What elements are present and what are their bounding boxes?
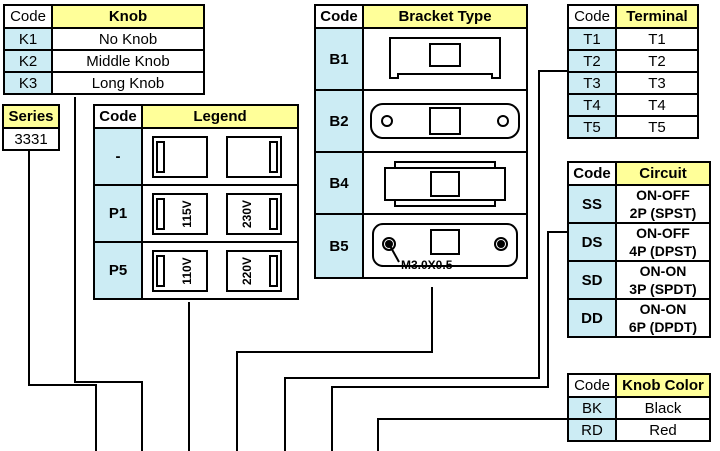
series-table: Series 3331 xyxy=(2,104,60,151)
circuit-header-code: Code xyxy=(567,161,617,186)
knob-header-code: Code xyxy=(3,4,53,29)
terminal-name: T3 xyxy=(615,71,699,95)
circuit-code: DD xyxy=(567,298,617,338)
connector-circuit xyxy=(331,231,567,451)
legend-code: P1 xyxy=(93,184,143,243)
series-header: Series xyxy=(2,104,60,129)
bracket-pic-b4 xyxy=(362,151,528,215)
connector-terminal xyxy=(284,70,567,451)
bracket-pic-b5: M3.0X0.5 xyxy=(362,213,528,279)
bracket-b1-icon xyxy=(389,37,501,79)
circuit-desc: ON-OFF 4P (DPST) xyxy=(615,222,711,262)
bracket-code: B1 xyxy=(314,27,364,91)
legend-label: 220V xyxy=(240,256,254,284)
bracket-table: Code Bracket Type B1 B2 B4 xyxy=(314,4,528,279)
terminal-name: T1 xyxy=(615,27,699,51)
rocker-p1-icon: 115V 230V xyxy=(152,192,282,235)
knob-code: K2 xyxy=(3,49,53,73)
knob-name: Long Knob xyxy=(51,71,205,95)
connector-bracket xyxy=(236,287,433,451)
legend-label: 110V xyxy=(180,257,194,284)
knob-color-header-code: Code xyxy=(567,373,617,398)
legend-header-code: Code xyxy=(93,104,143,129)
legend-label: 115V xyxy=(180,200,194,227)
circuit-desc-line2: 2P (SPST) xyxy=(629,205,697,221)
circuit-desc-line1: ON-OFF xyxy=(636,187,690,203)
circuit-desc-line2: 3P (SPDT) xyxy=(629,281,697,297)
series-value: 3331 xyxy=(2,127,60,151)
circuit-code: SD xyxy=(567,260,617,300)
bracket-code: B5 xyxy=(314,213,364,279)
terminal-code: T4 xyxy=(567,93,617,117)
circuit-desc: ON-ON 3P (SPDT) xyxy=(615,260,711,300)
knob-name: Middle Knob xyxy=(51,49,205,73)
bracket-header-code: Code xyxy=(314,4,364,29)
circuit-desc-line1: ON-ON xyxy=(639,263,687,279)
knob-color-header-name: Knob Color xyxy=(615,373,711,398)
circuit-desc: ON-OFF 2P (SPST) xyxy=(615,184,711,224)
bracket-pic-b1 xyxy=(362,27,528,91)
terminal-name: T5 xyxy=(615,115,699,139)
legend-pic-plain xyxy=(141,127,299,186)
circuit-desc-line1: ON-ON xyxy=(639,301,687,317)
legend-code: P5 xyxy=(93,241,143,300)
knob-code: K3 xyxy=(3,71,53,95)
bracket-code: B4 xyxy=(314,151,364,215)
terminal-name: T4 xyxy=(615,93,699,117)
circuit-table: Code Circuit SS ON-OFF 2P (SPST) DS ON-OFF 4… xyxy=(567,161,711,338)
knob-color-name: Red xyxy=(615,418,711,442)
circuit-header-name: Circuit xyxy=(615,161,711,186)
bracket-note: M3.0X0.5 xyxy=(401,258,453,272)
terminal-header-code: Code xyxy=(567,4,617,29)
circuit-code: SS xyxy=(567,184,617,224)
terminal-code: T5 xyxy=(567,115,617,139)
bracket-code: B2 xyxy=(314,89,364,153)
legend-code: - xyxy=(93,127,143,186)
legend-pic-p1: 115V 230V xyxy=(141,184,299,243)
terminal-code: T2 xyxy=(567,49,617,73)
connector-series xyxy=(28,148,97,451)
legend-table: Code Legend - P1 115V 230V xyxy=(93,104,299,300)
knob-code: K1 xyxy=(3,27,53,51)
legend-header-name: Legend xyxy=(141,104,299,129)
bracket-pic-b2 xyxy=(362,89,528,153)
terminal-code: T1 xyxy=(567,27,617,51)
knob-color-code: BK xyxy=(567,396,617,420)
circuit-desc-line2: 6P (DPDT) xyxy=(628,319,698,335)
circuit-desc-line1: ON-OFF xyxy=(636,225,690,241)
circuit-code: DS xyxy=(567,222,617,262)
legend-label: 230V xyxy=(240,199,254,227)
circuit-desc: ON-ON 6P (DPDT) xyxy=(615,298,711,338)
circuit-desc-line2: 4P (DPST) xyxy=(629,243,697,259)
connector-knob xyxy=(74,97,143,451)
terminal-code: T3 xyxy=(567,71,617,95)
connector-knob-color xyxy=(377,418,567,451)
rocker-plain-icon xyxy=(152,135,282,178)
rocker-p5-icon: 110V 220V xyxy=(152,249,282,292)
knob-name: No Knob xyxy=(51,27,205,51)
legend-pic-p5: 110V 220V xyxy=(141,241,299,300)
knob-header-name: Knob xyxy=(51,4,205,29)
terminal-header-name: Terminal xyxy=(615,4,699,29)
bracket-header-name: Bracket Type xyxy=(362,4,528,29)
knob-color-name: Black xyxy=(615,396,711,420)
bracket-b4-icon xyxy=(384,161,506,207)
bracket-b5-icon: M3.0X0.5 xyxy=(372,223,518,272)
bracket-b2-icon xyxy=(370,103,520,139)
terminal-name: T2 xyxy=(615,49,699,73)
knob-color-code: RD xyxy=(567,418,617,442)
